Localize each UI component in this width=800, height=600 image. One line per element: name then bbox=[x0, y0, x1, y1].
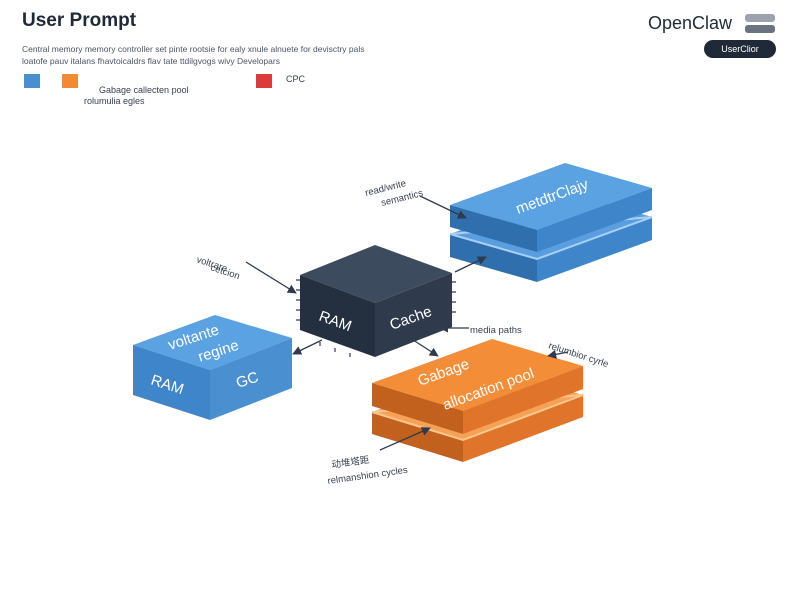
user-badge[interactable]: UserClior bbox=[704, 40, 776, 58]
legend-label-text: Gabage callecten pool rolumulia egles bbox=[84, 85, 189, 106]
annotation-media-paths: media paths bbox=[470, 325, 522, 336]
connector-arrows bbox=[245, 195, 569, 451]
arrow-readwrite-annotation bbox=[419, 195, 467, 219]
arrow-voltage-annotation bbox=[245, 261, 297, 294]
garbage-pool-block[interactable]: Gabage allocation pool bbox=[371, 339, 584, 462]
legend-label: CPC bbox=[286, 74, 306, 84]
description: Central memory memory controller set pin… bbox=[22, 43, 542, 67]
page-title: User Prompt bbox=[22, 10, 137, 31]
legend-label: Gabage callecten pool rolumulia egles bbox=[84, 74, 189, 118]
description-line-2: loatofe pauv italans fhavtoicaldrs flav … bbox=[22, 56, 280, 66]
ram-cache-block[interactable]: RAM Cache bbox=[296, 245, 456, 357]
arrow-to-garbage bbox=[409, 337, 439, 357]
gc-label: GC bbox=[234, 369, 261, 392]
brand-name: OpenClaw bbox=[647, 13, 732, 33]
arrow-relumbio-annotation bbox=[547, 349, 569, 359]
arrow-to-memory bbox=[454, 256, 487, 273]
voltage-regime-block[interactable]: voltante regine RAM GC bbox=[133, 315, 292, 420]
legend-swatch bbox=[256, 74, 272, 88]
description-line-1: Central memory memory controller set pin… bbox=[22, 44, 365, 54]
arrow-bottom-annotation bbox=[379, 427, 431, 451]
memory-block[interactable]: metdtrClajy bbox=[449, 163, 653, 282]
legend-swatch bbox=[24, 74, 40, 88]
arrow-to-voltage bbox=[292, 339, 323, 355]
annotation-bottom-1: 动堆塔距 bbox=[331, 454, 371, 471]
legend-swatch bbox=[62, 74, 78, 88]
stack-icon bbox=[745, 14, 775, 33]
